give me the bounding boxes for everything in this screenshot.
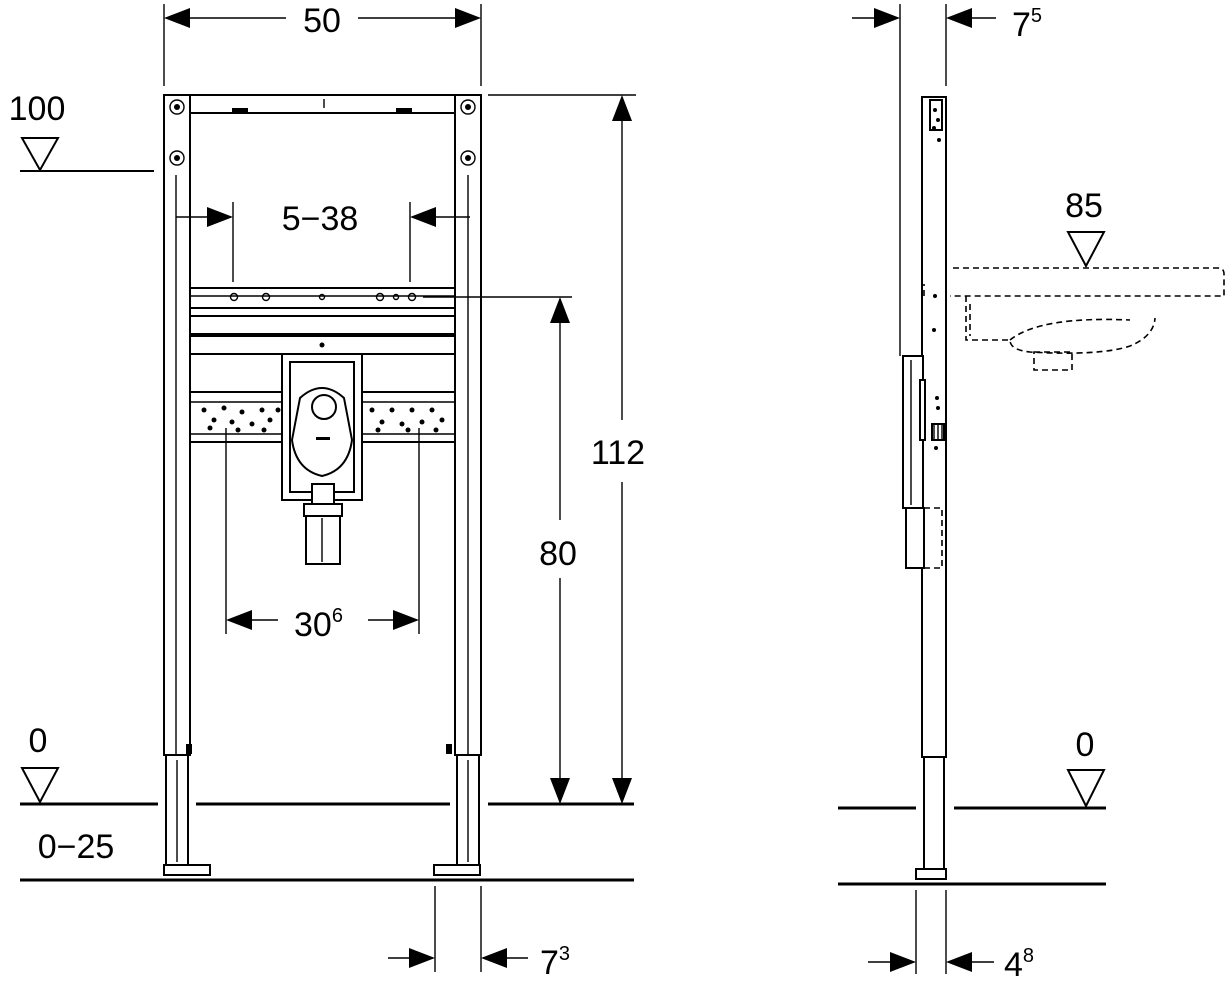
crossbar-range-label: 5−38: [282, 200, 359, 238]
hole-spacing-label: 306: [294, 605, 343, 644]
floor-level-label-right: 0: [1076, 726, 1095, 764]
top-depth-label: 75: [1012, 5, 1042, 44]
width-label: 50: [303, 2, 341, 40]
triangle-down-icon: [1066, 769, 1106, 809]
basin-outline: [950, 267, 1225, 371]
leg-width-sup: 3: [559, 943, 570, 965]
basin-level-label: 85: [1065, 187, 1103, 225]
bottom-depth-dimension: 48: [868, 890, 1034, 984]
top-level-marker: 100: [9, 90, 154, 173]
arrow-icon: [226, 610, 252, 630]
arrow-icon: [612, 778, 632, 804]
arrow-icon: [481, 948, 507, 968]
floor-level-label-left: 0: [29, 722, 48, 760]
arrow-icon: [409, 948, 435, 968]
hole-spacing-main: 30: [294, 606, 332, 644]
floor-adjust-label: 0−25: [38, 828, 115, 866]
top-depth-sup: 5: [1031, 5, 1042, 27]
floor-level-marker-right: 0: [838, 726, 1106, 886]
top-level-label: 100: [9, 90, 66, 128]
top-depth-dimension: 75: [852, 4, 1042, 356]
leg-width-main: 7: [540, 944, 559, 982]
arrow-icon: [455, 8, 481, 28]
arrow-icon: [207, 207, 233, 227]
triangle-down-icon: [1066, 231, 1106, 269]
hole-spacing-dimension: 306: [225, 428, 420, 644]
arrow-icon: [410, 207, 436, 227]
arrow-icon: [550, 778, 570, 804]
bracket-height-label: 80: [539, 535, 577, 573]
top-depth-main: 7: [1012, 6, 1031, 44]
arrow-icon: [946, 8, 972, 28]
floor-level-marker-left: 0 0−25: [20, 722, 634, 882]
side-view: 75 85: [838, 4, 1225, 984]
crossbar-range-dimension: 5−38: [176, 200, 470, 282]
frame: [163, 94, 572, 876]
total-height-dimension: 112: [488, 94, 645, 804]
bracket-height-dimension: 80: [539, 297, 577, 804]
total-height-label: 112: [591, 434, 645, 472]
arrow-icon: [946, 952, 972, 972]
arrow-icon: [874, 8, 900, 28]
bottom-depth-sup: 8: [1023, 945, 1034, 967]
arrow-icon: [612, 95, 632, 121]
bottom-depth-main: 4: [1004, 946, 1023, 984]
triangle-down-icon: [20, 137, 60, 173]
arrow-icon: [393, 610, 419, 630]
bottom-depth-label: 48: [1004, 945, 1034, 984]
arrow-icon: [550, 297, 570, 323]
front-view: 50 100: [9, 2, 645, 982]
basin-level-marker: 85: [1065, 187, 1106, 269]
width-dimension: 50: [163, 2, 482, 86]
triangle-down-icon: [20, 767, 60, 805]
arrow-icon: [164, 8, 190, 28]
leg-width-label: 73: [540, 943, 570, 982]
arrow-icon: [890, 952, 916, 972]
leg-width-dimension: 73: [388, 886, 570, 982]
side-frame: [902, 96, 947, 880]
hole-spacing-sup: 6: [332, 605, 343, 627]
